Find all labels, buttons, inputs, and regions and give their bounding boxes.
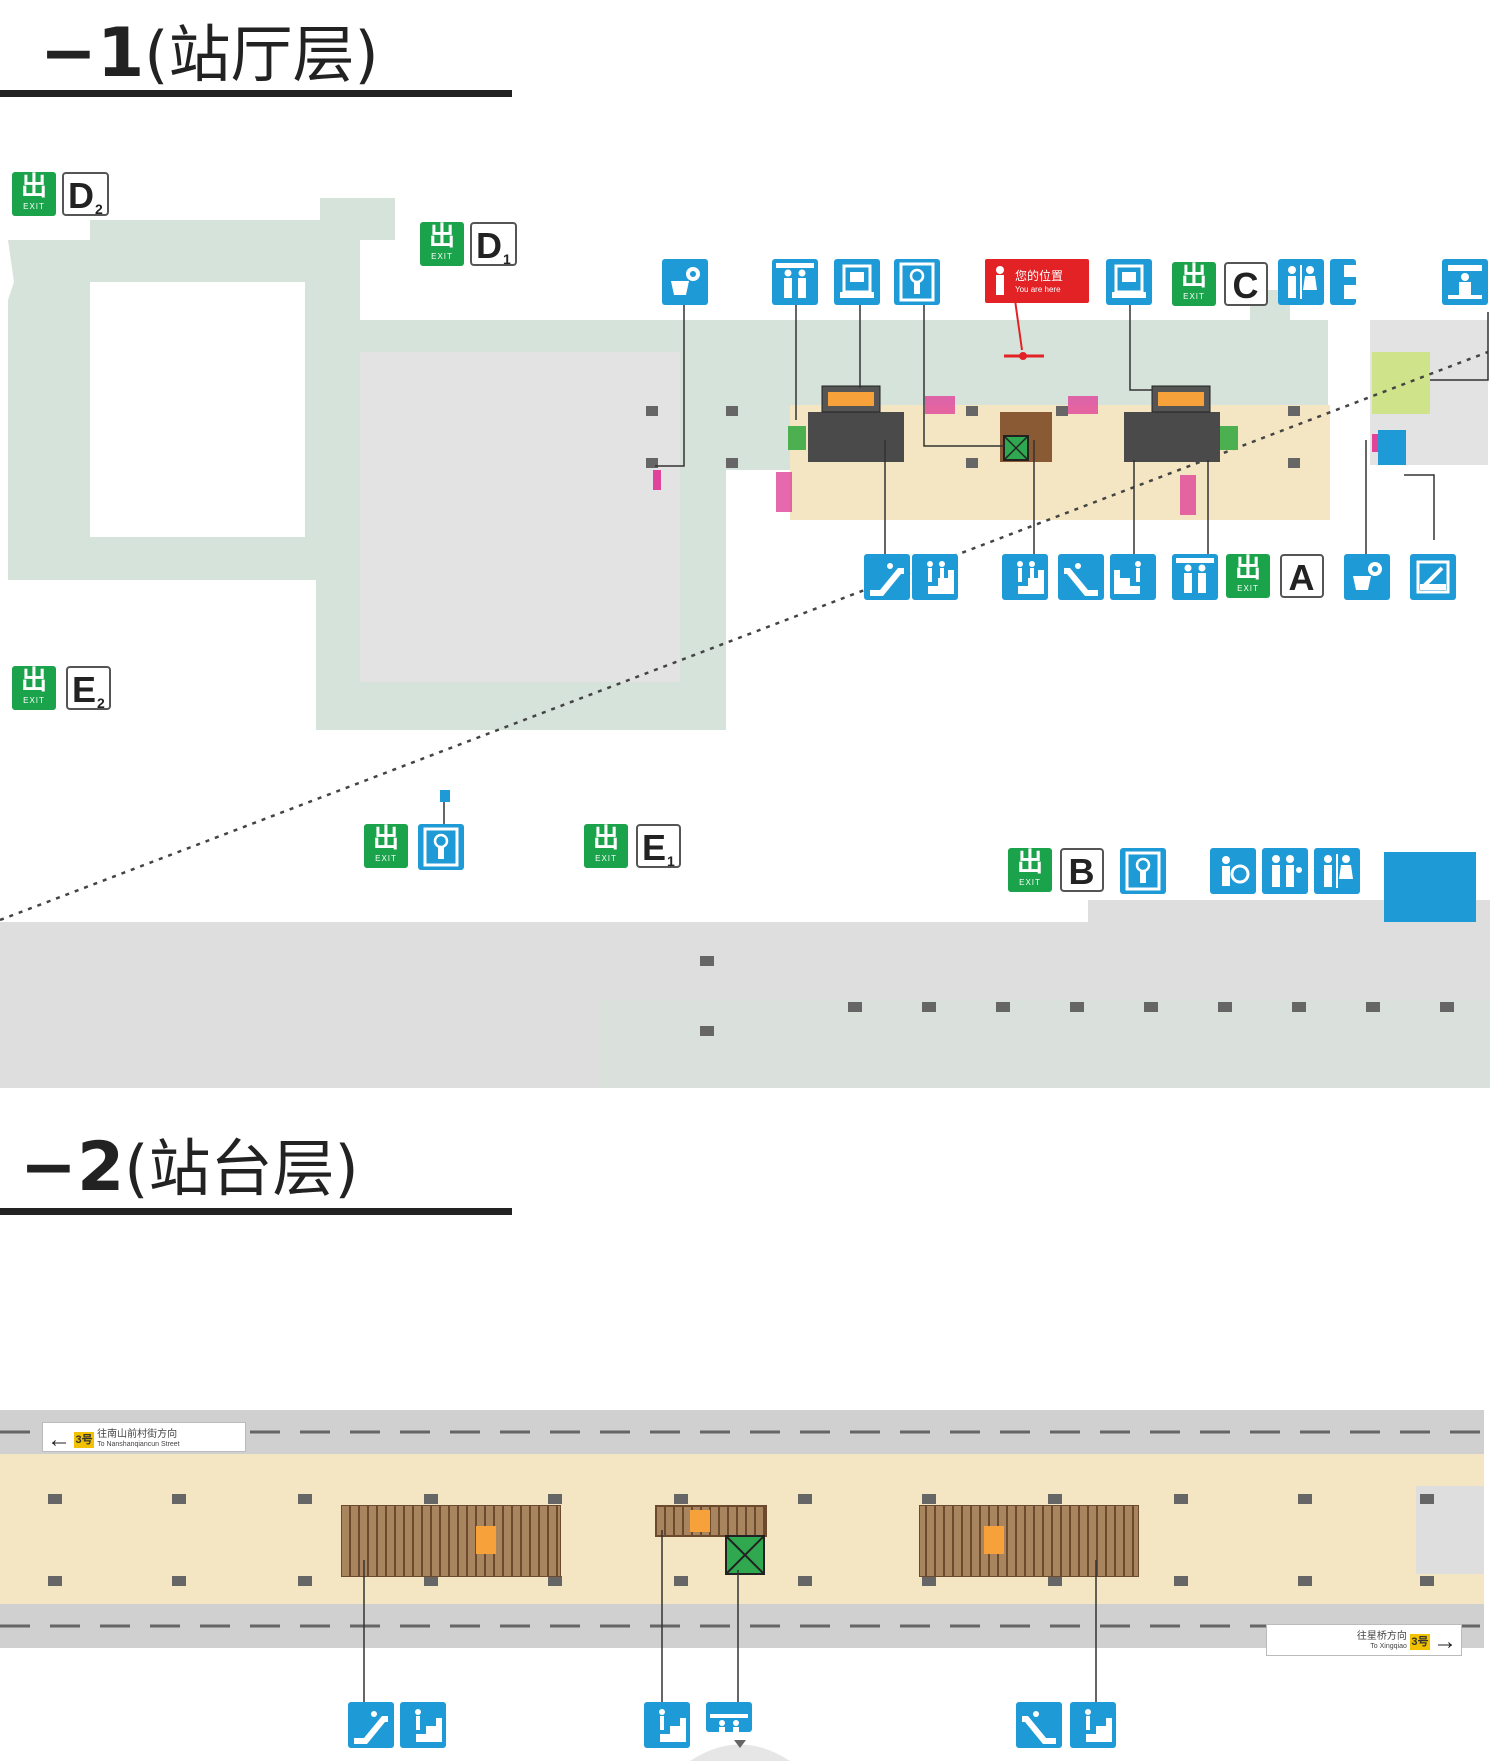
direction-sign-west: ← 3号 往南山前村街方向 To Nanshanqiancun Street xyxy=(42,1422,246,1453)
level-number: −2 xyxy=(20,1128,125,1207)
person-icon xyxy=(996,266,1004,295)
exit-d1-label[interactable]: D1 xyxy=(470,222,517,267)
track-south xyxy=(0,1604,1484,1648)
escalator-bank-east xyxy=(919,1505,1139,1577)
direction-zh: 往南山前村街方向 xyxy=(97,1429,178,1440)
accessible-lift-icon xyxy=(418,824,464,870)
customer-service-icon xyxy=(662,259,708,305)
platform-leader-lines xyxy=(363,1530,1097,1702)
customer-service-icon xyxy=(1344,554,1390,600)
toilet-icon xyxy=(1278,259,1324,305)
chevron-down-icon xyxy=(734,1740,746,1748)
stairs-icon xyxy=(400,1702,446,1748)
accessible-lift-icon xyxy=(894,259,940,305)
ticket-gates-left xyxy=(788,385,904,462)
line-badge: 3号 xyxy=(1409,1634,1430,1650)
level-name: (站厅层) xyxy=(144,18,379,91)
concourse-level-title: −1(站厅层) xyxy=(40,4,379,94)
level-name: (站台层) xyxy=(124,1132,359,1205)
first-aid-icon xyxy=(1410,554,1456,600)
ticket-machine-icon xyxy=(834,259,880,305)
escalator-down-icon xyxy=(1016,1702,1062,1748)
direction-en: To Nanshanqiancun Street xyxy=(97,1441,180,1448)
title-underline xyxy=(0,1208,512,1215)
scroll-hint xyxy=(690,1744,790,1761)
stairs-icon xyxy=(1002,554,1048,600)
small-lift-marker xyxy=(440,790,450,802)
exit-e1-label[interactable]: E1 xyxy=(636,824,681,869)
you-are-here-en: You are here xyxy=(1015,285,1061,294)
ticket-machine-icon xyxy=(1106,259,1152,305)
exit-e2-label[interactable]: E2 xyxy=(66,666,111,711)
stairs-down-icon xyxy=(1110,554,1156,600)
elevator-room-b xyxy=(1384,852,1476,922)
exit-b-label[interactable]: B xyxy=(1060,848,1104,892)
courtyard xyxy=(90,282,305,537)
escalator-up-icon xyxy=(348,1702,394,1748)
exit-a-label[interactable]: A xyxy=(1280,554,1324,598)
you-are-here-zh: 您的位置 xyxy=(1015,269,1064,283)
elevator-icon xyxy=(706,1702,752,1739)
pillars xyxy=(646,406,1454,1036)
platform-pillars xyxy=(48,1494,1434,1586)
toilet-icon xyxy=(1314,848,1360,894)
you-are-here-pointer xyxy=(1014,299,1023,351)
direction-sign-east: 往星桥方向 To Xingqiao 3号 → xyxy=(1266,1624,1462,1656)
platform-map xyxy=(0,1410,1484,1761)
stairs-icon xyxy=(912,554,958,600)
you-are-here-sign: 您的位置 You are here xyxy=(985,259,1089,303)
nursing-room-icon xyxy=(1330,259,1362,305)
exit-c-label[interactable]: C xyxy=(1224,262,1268,306)
escalator-down-icon xyxy=(1058,554,1104,600)
concourse-map xyxy=(0,198,1490,1088)
tactile-markers xyxy=(653,396,1378,515)
track-north xyxy=(0,1410,1484,1454)
escalator-bank-west xyxy=(341,1505,561,1577)
ticket-gates-right xyxy=(1124,385,1238,462)
arrow-left-icon: ← xyxy=(47,1426,71,1453)
unpaid-area xyxy=(360,352,680,682)
nursing-room-icon xyxy=(1262,848,1308,894)
stairs-icon xyxy=(1070,1702,1116,1748)
exit-d2-label[interactable]: D2 xyxy=(62,172,109,217)
escalator-up-icon xyxy=(864,554,910,600)
title-underline xyxy=(0,90,512,97)
direction-zh: 往星桥方向 xyxy=(1356,1631,1407,1642)
elevator-icon xyxy=(772,259,818,305)
stairs-icon xyxy=(644,1702,690,1748)
elevator-icon xyxy=(1172,554,1218,600)
accessible-lift-icon xyxy=(1120,848,1166,894)
leader-lines xyxy=(443,300,1489,867)
elevator-room xyxy=(1378,430,1406,465)
level-number: −1 xyxy=(40,14,145,93)
central-lift xyxy=(1003,435,1029,461)
line-badge: 3号 xyxy=(74,1432,95,1448)
platform-level-title: −2(站台层) xyxy=(20,1118,359,1208)
lime-zone xyxy=(1372,352,1430,414)
central-stairs-platform xyxy=(655,1505,767,1575)
direction-en: To Xingqiao xyxy=(1370,1643,1407,1650)
elevator-room-icon xyxy=(1442,259,1488,305)
arrow-right-icon: → xyxy=(1433,1628,1457,1655)
accessible-toilet-icon xyxy=(1210,848,1256,894)
